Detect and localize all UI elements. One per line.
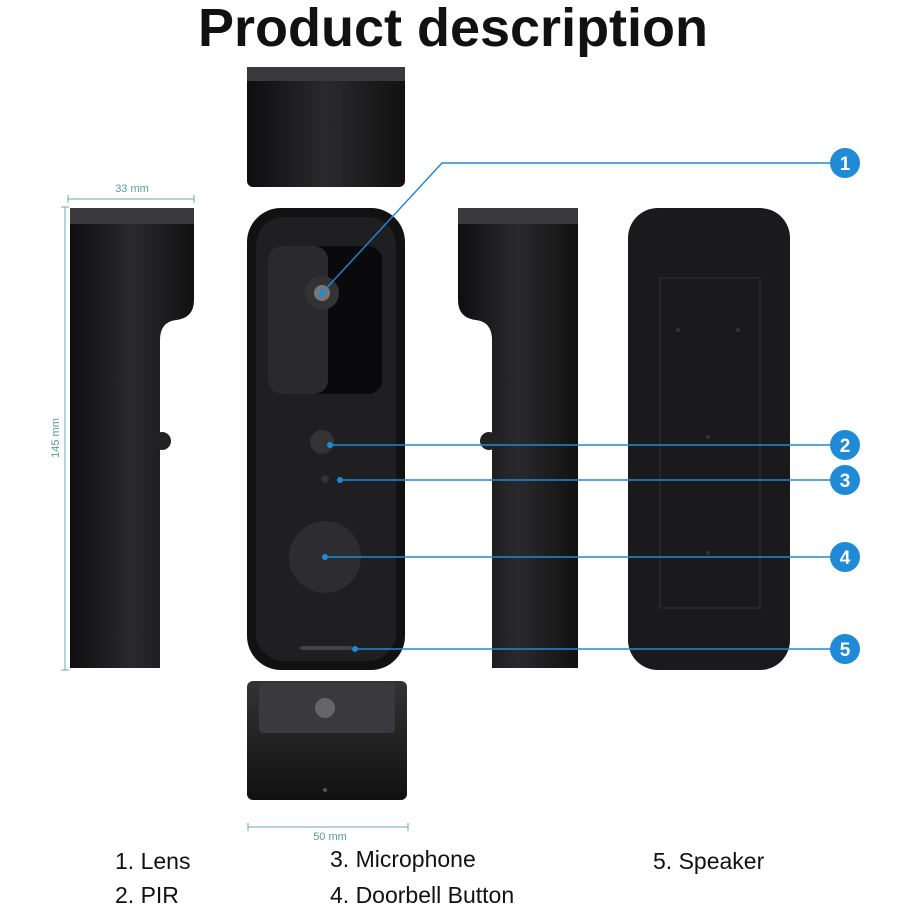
svg-text:1: 1 <box>840 154 851 175</box>
page-title: Product description <box>198 0 708 58</box>
bottom-view <box>247 681 407 800</box>
callout-badge-4: 4 <box>830 542 860 572</box>
width-label: 50 mm <box>313 831 347 843</box>
legend-item-doorbell-button: 4. Doorbell Button <box>330 882 514 908</box>
legend-item-microphone: 3. Microphone <box>330 846 476 872</box>
callout-badge-5: 5 <box>830 634 860 664</box>
callout-badge-3: 3 <box>830 465 860 495</box>
callout-badge-1: 1 <box>830 148 860 178</box>
back-view <box>628 208 790 670</box>
top-view <box>247 67 405 187</box>
left-side-view <box>70 208 194 668</box>
speaker-grille <box>300 646 352 650</box>
legend-item-pir: 2. PIR <box>115 882 179 908</box>
legend-item-lens: 1. Lens <box>115 848 190 874</box>
legend-item-speaker: 5. Speaker <box>653 848 765 874</box>
dimension-lines <box>61 195 409 831</box>
depth-label: 33 mm <box>115 183 149 195</box>
svg-text:5: 5 <box>840 640 851 661</box>
svg-text:2: 2 <box>840 436 851 457</box>
svg-text:3: 3 <box>840 471 851 492</box>
front-view <box>247 208 405 670</box>
pir-sensor <box>310 430 334 454</box>
right-side-view <box>458 208 578 668</box>
callout-lines <box>319 162 831 652</box>
callout-badge-2: 2 <box>830 430 860 460</box>
height-label: 145 mm <box>50 418 62 458</box>
microphone <box>321 475 329 483</box>
svg-text:4: 4 <box>840 548 851 569</box>
